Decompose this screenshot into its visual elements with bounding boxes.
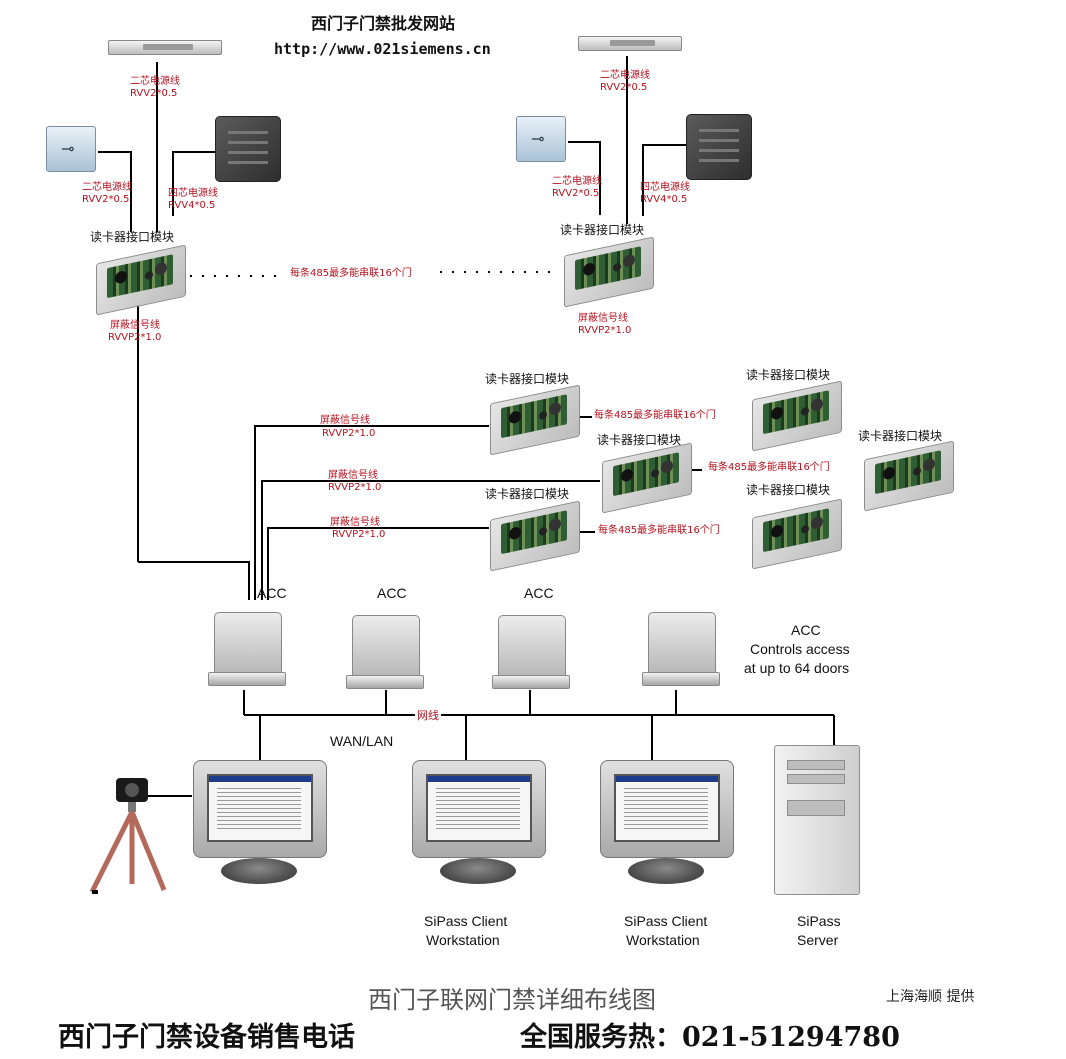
label-shield-signal: 屏蔽信号线 xyxy=(110,320,160,331)
label-rvv2-button: RVV2*0.5 xyxy=(82,194,130,205)
label-four-core: 四芯电源线 xyxy=(168,188,218,199)
acc-label-1: ACC xyxy=(257,585,287,601)
acc-desc-line2: at up to 64 doors xyxy=(744,660,850,676)
label-reader-module-8: 读卡器接口模块 xyxy=(746,483,831,497)
electric-lock-icon xyxy=(578,36,682,51)
exit-button-icon xyxy=(516,116,566,162)
label-rvvp-4: RVVP2*1.0 xyxy=(328,482,382,493)
monitor-icon xyxy=(193,760,327,892)
label-shield-signal-3: 屏蔽信号线 xyxy=(320,415,370,426)
label-rvvp-3: RVVP2*1.0 xyxy=(322,428,376,439)
label-rvv4-2: RVV4*0.5 xyxy=(640,194,688,205)
hotline-number: 全国服务热：021-51294780 xyxy=(520,1022,900,1053)
label-shield-signal-4: 屏蔽信号线 xyxy=(328,470,378,481)
client1-line2: Workstation xyxy=(426,932,500,948)
label-shield-signal-5: 屏蔽信号线 xyxy=(330,517,380,528)
client1-line1: SiPass Client xyxy=(424,913,508,929)
electric-lock-icon xyxy=(108,40,222,55)
label-reader-module-3: 读卡器接口模块 xyxy=(485,372,570,386)
label-rvv4: RVV4*0.5 xyxy=(168,200,216,211)
monitor-icon xyxy=(600,760,734,892)
label-daisy-chain: 每条485最多能串联16个门 xyxy=(290,268,412,279)
label-rvv2-lock: RVV2*0.5 xyxy=(130,88,178,99)
acc-controller-icon xyxy=(642,612,720,686)
acc-label-3: ACC xyxy=(524,585,554,601)
acc-controller-icon xyxy=(492,615,570,689)
label-reader-module-7: 读卡器接口模块 xyxy=(485,487,570,501)
label-daisy-chain-3: 每条485最多能串联16个门 xyxy=(708,462,830,473)
exit-button-icon xyxy=(46,126,96,172)
monitor-icon xyxy=(412,760,546,892)
label-rvv2-lock-2: RVV2*0.5 xyxy=(600,82,648,93)
label-reader-module-6: 读卡器接口模块 xyxy=(858,429,943,443)
label-reader-module: 读卡器接口模块 xyxy=(90,230,175,244)
acc-desc-line1: Controls access xyxy=(750,641,850,657)
label-shield-signal-2: 屏蔽信号线 xyxy=(578,313,628,324)
label-reader-module-4: 读卡器接口模块 xyxy=(746,368,831,382)
acc-desc-title: ACC xyxy=(791,622,821,638)
label-wan-lan: WAN/LAN xyxy=(330,733,394,749)
client2-line2: Workstation xyxy=(626,932,700,948)
label-reader-module-2: 读卡器接口模块 xyxy=(560,223,645,237)
label-rvvp-5: RVVP2*1.0 xyxy=(332,529,386,540)
acc-controller-icon xyxy=(346,615,424,689)
sales-phone-label: 西门子门禁设备销售电话 xyxy=(58,1022,355,1053)
server-line2: Server xyxy=(797,932,839,948)
label-reader-module-5: 读卡器接口模块 xyxy=(597,433,682,447)
acc-controller-icon xyxy=(208,612,286,686)
camera-tripod-icon xyxy=(89,778,167,894)
diagram-caption: 西门子联网门禁详细布线图 xyxy=(368,986,656,1014)
site-url: http://www.021siemens.cn xyxy=(274,40,491,58)
label-four-core-2: 四芯电源线 xyxy=(640,182,690,193)
label-two-core-button-2: 二芯电源线 xyxy=(552,176,602,187)
card-reader-icon xyxy=(215,116,281,182)
label-daisy-chain-4: 每条485最多能串联16个门 xyxy=(598,525,720,536)
server-tower-icon xyxy=(774,745,860,895)
card-reader-icon xyxy=(686,114,752,180)
client2-line1: SiPass Client xyxy=(624,913,708,929)
label-two-core-lock-2: 二芯电源线 xyxy=(600,70,650,81)
label-rvvp: RVVP2*1.0 xyxy=(108,332,162,343)
site-title: 西门子门禁批发网站 xyxy=(311,14,456,33)
label-network-cable: 网线 xyxy=(415,709,441,722)
label-two-core-lock: 二芯电源线 xyxy=(130,76,180,87)
label-rvv2-button-2: RVV2*0.5 xyxy=(552,188,600,199)
credit-text: 上海海顺 提供 xyxy=(886,989,975,1005)
label-daisy-chain-2: 每条485最多能串联16个门 xyxy=(594,410,716,421)
label-rvvp-2: RVVP2*1.0 xyxy=(578,325,632,336)
server-line1: SiPass xyxy=(797,913,841,929)
label-two-core-button: 二芯电源线 xyxy=(82,182,132,193)
acc-label-2: ACC xyxy=(377,585,407,601)
